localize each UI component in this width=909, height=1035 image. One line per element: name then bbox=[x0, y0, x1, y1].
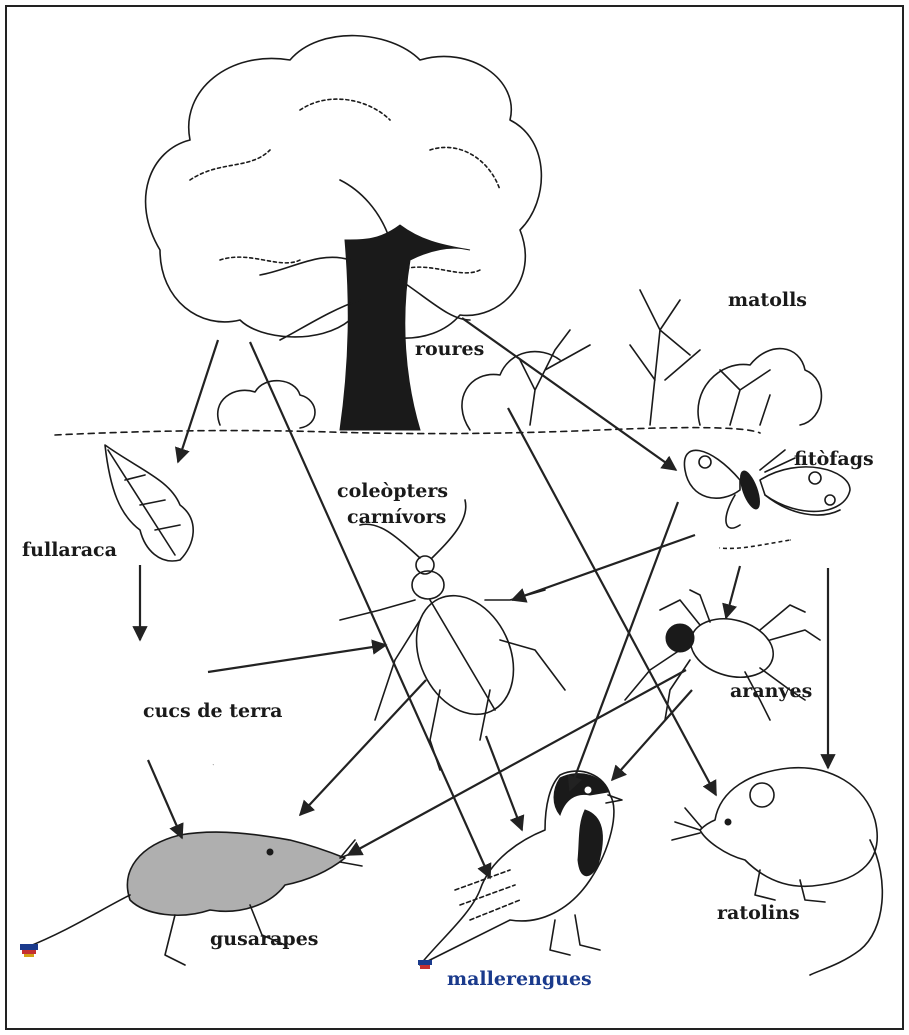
arrow-coleopters-to-mallerengues bbox=[486, 736, 522, 830]
oak-tree-illustration bbox=[146, 36, 542, 430]
arrow-roures-to-fullaraca bbox=[178, 340, 218, 462]
label-ratolins: ratolins bbox=[717, 902, 800, 924]
label-carnivors: carnívors bbox=[347, 506, 446, 528]
leaf-illustration bbox=[105, 445, 193, 561]
arrow-aranyes-to-gusarapes bbox=[348, 670, 686, 855]
label-mallerengues: mallerengues bbox=[447, 968, 592, 990]
arrow-fitofags-to-mallerengues bbox=[570, 502, 678, 790]
label-fullaraca: fullaraca bbox=[22, 539, 117, 561]
label-aranyes: aranyes bbox=[730, 680, 812, 702]
label-coleopters: coleòpters bbox=[337, 480, 448, 502]
label-matolls: matolls bbox=[728, 289, 807, 311]
beetle-illustration bbox=[340, 500, 565, 770]
arrow-roures-to-fitofags bbox=[462, 318, 676, 470]
label-roures: roures bbox=[415, 338, 484, 360]
label-cucs-de-terra: cucs de terra bbox=[143, 700, 282, 722]
arrow-cucs-to-gusarapes bbox=[148, 760, 182, 838]
mouse-illustration bbox=[672, 768, 882, 975]
arrow-cucs-to-coleopters bbox=[208, 645, 386, 672]
food-web-arrows bbox=[140, 318, 828, 878]
arrow-coleopters-to-gusarapes bbox=[300, 680, 426, 815]
arrow-fitofags-to-coleopters bbox=[512, 535, 695, 600]
caterpillar-illustration bbox=[720, 540, 790, 548]
label-gusarapes: gusarapes bbox=[210, 928, 319, 950]
arrow-fitofags-to-aranyes bbox=[726, 566, 740, 618]
label-fitofags: fitòfags bbox=[794, 448, 874, 470]
